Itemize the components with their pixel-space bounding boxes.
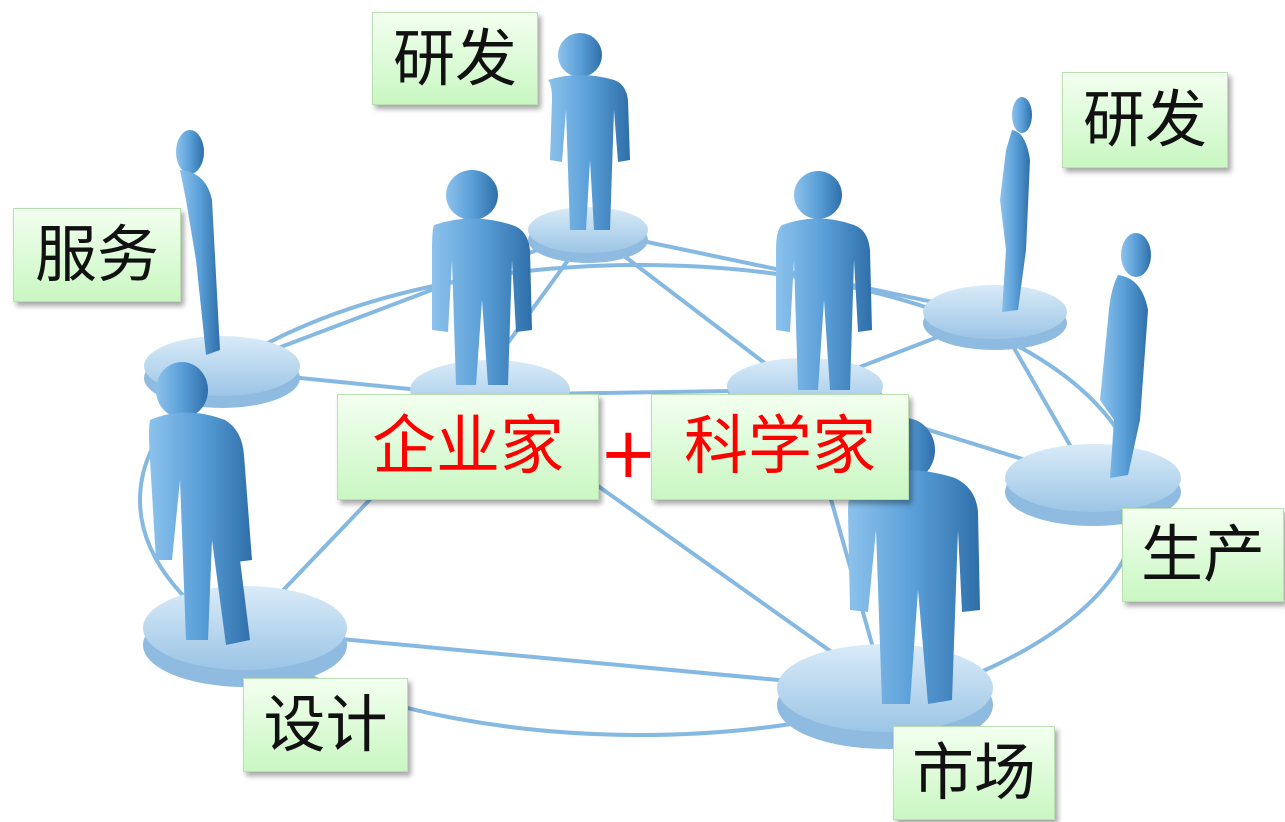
label-scientist: 科学家 bbox=[651, 394, 909, 500]
person-icon bbox=[432, 170, 532, 385]
disc-rd-right bbox=[923, 285, 1067, 350]
label-service: 服务 bbox=[13, 208, 181, 302]
label-rd-right: 研发 bbox=[1062, 72, 1228, 168]
disc-rd-top bbox=[528, 207, 648, 263]
person-icon bbox=[548, 33, 630, 230]
person-figures bbox=[149, 33, 1151, 704]
label-rd-top: 研发 bbox=[372, 12, 538, 105]
person-icon bbox=[1100, 233, 1151, 478]
label-design: 设计 bbox=[243, 678, 408, 772]
label-entrepreneur: 企业家 bbox=[337, 394, 599, 500]
label-market: 市场 bbox=[893, 726, 1055, 820]
person-icon bbox=[176, 130, 220, 355]
person-icon bbox=[149, 362, 252, 645]
label-production: 生产 bbox=[1122, 508, 1284, 602]
person-icon bbox=[1000, 97, 1032, 312]
plus-sign: + bbox=[599, 412, 658, 494]
person-icon bbox=[776, 171, 872, 390]
